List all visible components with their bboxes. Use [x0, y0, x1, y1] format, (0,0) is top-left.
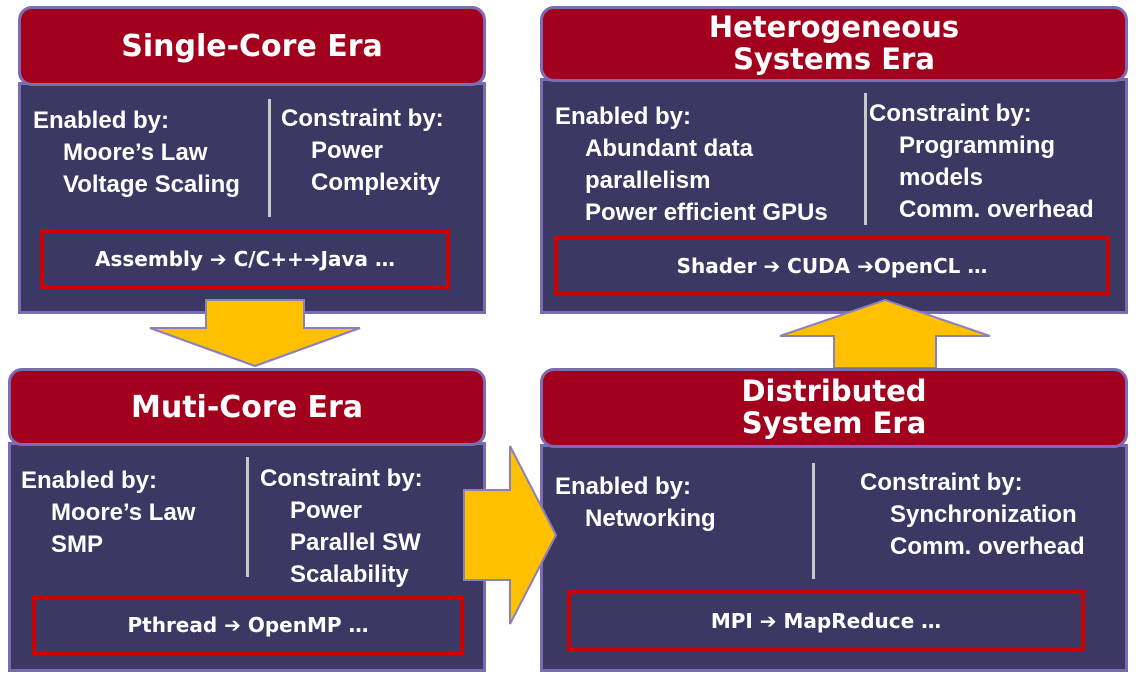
programming-models-box: Shader ➔ CUDA ➔OpenCL …	[554, 236, 1110, 296]
enabled-item: Voltage Scaling	[63, 171, 240, 198]
constraint-by-heading: Constraint by:	[281, 105, 444, 132]
constraint-by-heading: Constraint by:	[260, 465, 423, 492]
era-body: Enabled by: Networking Constraint by: Sy…	[540, 444, 1128, 672]
enabled-item: SMP	[51, 531, 104, 558]
constraint-item: Synchronization	[890, 501, 1077, 528]
programming-models-box: Pthread ➔ OpenMP …	[32, 595, 464, 655]
constraint-item: Comm. overhead	[899, 196, 1094, 223]
constraint-item: Scalability	[290, 561, 409, 588]
era-title: Muti-Core Era	[8, 368, 486, 446]
column-divider	[864, 93, 867, 225]
era-title: Heterogeneous Systems Era	[540, 6, 1128, 82]
column-divider	[812, 463, 815, 579]
enabled-item: Power efficient GPUs	[585, 199, 828, 226]
constraint-item: Power	[311, 137, 384, 164]
constraint-by-column: Constraint by: Programming models Comm. …	[869, 98, 1094, 226]
era-title: Single-Core Era	[18, 6, 486, 86]
programming-models-text: Pthread ➔ OpenMP …	[127, 613, 369, 637]
enabled-item: Moore’s Law	[63, 139, 208, 166]
column-divider	[246, 457, 249, 577]
enabled-by-heading: Enabled by:	[555, 473, 692, 500]
enabled-by-column: Enabled by: Moore’s Law Voltage Scaling	[33, 105, 240, 201]
constraint-by-column: Constraint by: Power Parallel SW Scalabi…	[260, 463, 423, 591]
enabled-by-heading: Enabled by:	[21, 467, 158, 494]
constraint-item: models	[899, 164, 984, 191]
programming-models-box: Assembly ➔ C/C++➔Java …	[40, 229, 450, 289]
arrow-down-single-to-multi	[149, 299, 361, 368]
arrow-right-multi-to-distributed	[463, 445, 558, 625]
constraint-by-heading: Constraint by:	[860, 469, 1023, 496]
enabled-by-column: Enabled by: Networking	[555, 471, 716, 535]
constraint-by-column: Constraint by: Power Complexity	[281, 103, 444, 199]
era-body: Enabled by: Abundant data parallelism Po…	[540, 78, 1128, 314]
constraint-by-column: Constraint by: Synchronization Comm. ove…	[860, 467, 1085, 563]
constraint-item: Comm. overhead	[890, 533, 1085, 560]
programming-models-box: MPI ➔ MapReduce …	[567, 590, 1085, 652]
constraint-item: Programming	[899, 132, 1056, 159]
programming-models-text: Assembly ➔ C/C++➔Java …	[95, 247, 395, 271]
constraint-by-heading: Constraint by:	[869, 100, 1032, 127]
enabled-by-column: Enabled by: Moore’s Law SMP	[21, 465, 195, 561]
arrow-up-distributed-to-heterogeneous	[779, 298, 991, 369]
enabled-item: parallelism	[585, 167, 711, 194]
enabled-item: Moore’s Law	[51, 499, 196, 526]
enabled-item: Networking	[585, 505, 716, 532]
enabled-by-heading: Enabled by:	[33, 107, 170, 134]
constraint-item: Parallel SW	[290, 529, 421, 556]
column-divider	[268, 99, 271, 217]
constraint-item: Power	[290, 497, 363, 524]
programming-models-text: MPI ➔ MapReduce …	[710, 609, 942, 633]
era-title: Distributed System Era	[540, 368, 1128, 448]
enabled-by-heading: Enabled by:	[555, 103, 692, 130]
era-body: Enabled by: Moore’s Law SMP Constraint b…	[8, 442, 486, 672]
enabled-by-column: Enabled by: Abundant data parallelism Po…	[555, 101, 828, 229]
era-body: Enabled by: Moore’s Law Voltage Scaling …	[18, 82, 486, 314]
enabled-item: Abundant data	[585, 135, 753, 162]
programming-models-text: Shader ➔ CUDA ➔OpenCL …	[676, 254, 988, 278]
constraint-item: Complexity	[311, 169, 441, 196]
